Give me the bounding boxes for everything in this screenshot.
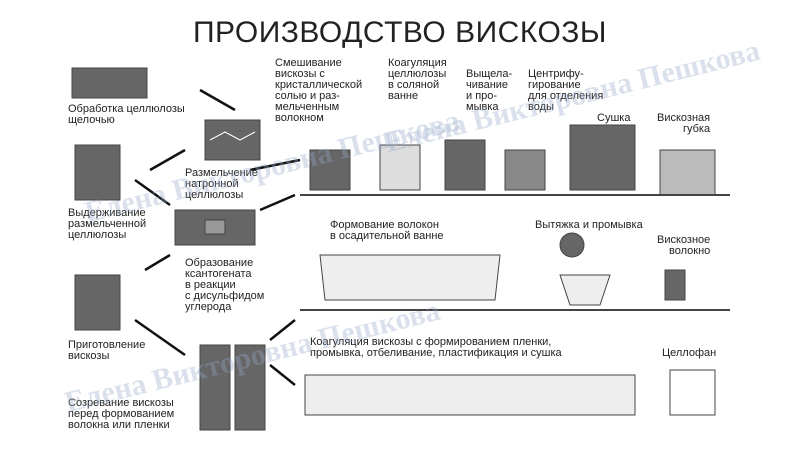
alkali-tank (71, 67, 148, 99)
product-fiber: Вискозное волокно (657, 234, 711, 257)
product-sponge: Вискозная губка (657, 112, 711, 135)
flow-arrows (134, 88, 301, 386)
step-ripening: Созревание вискозы перед формованием вол… (68, 397, 175, 431)
step-coagulation: Коагуляция целлюлозы в соляной ванне (388, 57, 447, 102)
spinning-bath (319, 254, 501, 301)
step-alkali-treatment: Обработка целлюлозы щелочью (68, 103, 185, 126)
ripening-tank-1 (199, 344, 231, 431)
mixer (309, 149, 351, 191)
aging-tank (74, 144, 121, 201)
fiber-bobbin (664, 269, 686, 301)
centrifuge (504, 149, 546, 191)
step-leaching: Выщела- чивание и про- мывка (466, 68, 513, 113)
shredder (204, 119, 261, 161)
step-fiber-spinning: Формование волокон в осадительной ванне (330, 219, 444, 242)
product-cellophane: Целлофан (662, 347, 717, 359)
stretch-roller (559, 232, 585, 258)
step-centrifuge: Центрифу- гирование для отделения воды (528, 68, 604, 113)
step-drying: Сушка (597, 112, 631, 124)
mixing-tank (74, 274, 121, 331)
dryer (569, 124, 636, 191)
ripening-tank-2 (234, 344, 266, 431)
step-viscose-prep: Приготовление вискозы (68, 339, 146, 362)
washer (444, 139, 486, 191)
page-title: ПРОИЗВОДСТВО ВИСКОЗЫ (192, 16, 607, 49)
salt-bath (379, 144, 421, 191)
cellophane-box (669, 369, 716, 416)
film-bath (304, 374, 636, 416)
step-film-coagulation: Коагуляция вискозы с формированием пленк… (310, 336, 562, 359)
step-mixing: Смешивание вискозы с кристаллической сол… (275, 57, 363, 124)
sponge (659, 149, 716, 196)
step-aging: Выдерживание размельченной целлюлозы (68, 207, 147, 241)
step-xanthation: Образование ксантогената в реакции с дис… (185, 257, 265, 313)
step-shredding: Размельчение натронной целлюлозы (185, 167, 258, 201)
step-stretching: Вытяжка и промывка (535, 219, 643, 231)
